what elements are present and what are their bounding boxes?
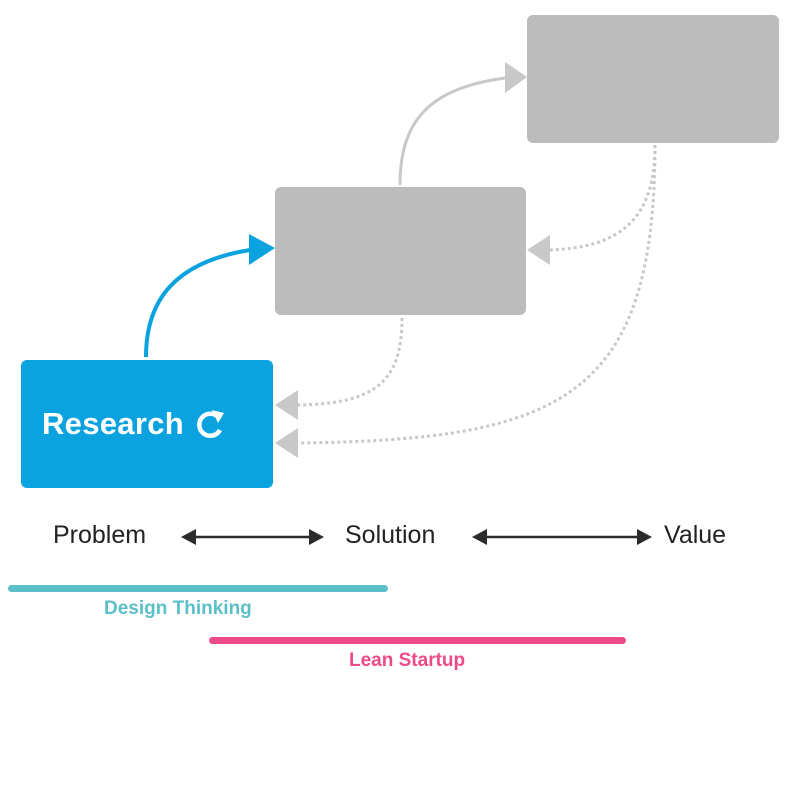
solution-value-axis-left-head xyxy=(472,529,487,545)
lean-startup-label: Lean Startup xyxy=(349,650,466,671)
axis-label-solution: Solution xyxy=(345,521,436,549)
problem-solution-axis-left-head xyxy=(181,529,196,545)
research-to-solution-arrow xyxy=(144,248,251,358)
research-box-label: Research xyxy=(42,406,184,441)
solution-to-value-arrow xyxy=(398,76,506,186)
axis-label-value: Value xyxy=(664,521,727,549)
solution-to-research-feedback xyxy=(296,317,404,407)
lean-startup-bar xyxy=(209,637,626,644)
problem-solution-axis-right-head xyxy=(309,529,324,545)
value-box xyxy=(527,15,779,143)
value-to-research-feedback xyxy=(296,144,657,445)
design-thinking-bar xyxy=(8,585,388,592)
axis-label-problem: Problem xyxy=(53,521,147,549)
solution-value-axis-right-head xyxy=(637,529,652,545)
value-to-research-feedback-arrowhead xyxy=(275,428,298,458)
solution-to-value-arrowhead xyxy=(505,62,527,93)
research-to-solution-arrowhead xyxy=(249,234,275,265)
value-to-solution-feedback-arrowhead xyxy=(527,235,550,265)
solution-to-research-feedback-arrowhead xyxy=(275,390,298,420)
design-thinking-label: Design Thinking xyxy=(104,598,252,619)
research-box: Research xyxy=(21,360,273,488)
solution-box xyxy=(275,187,526,315)
value-to-solution-feedback xyxy=(547,144,657,252)
refresh-icon xyxy=(192,406,228,442)
